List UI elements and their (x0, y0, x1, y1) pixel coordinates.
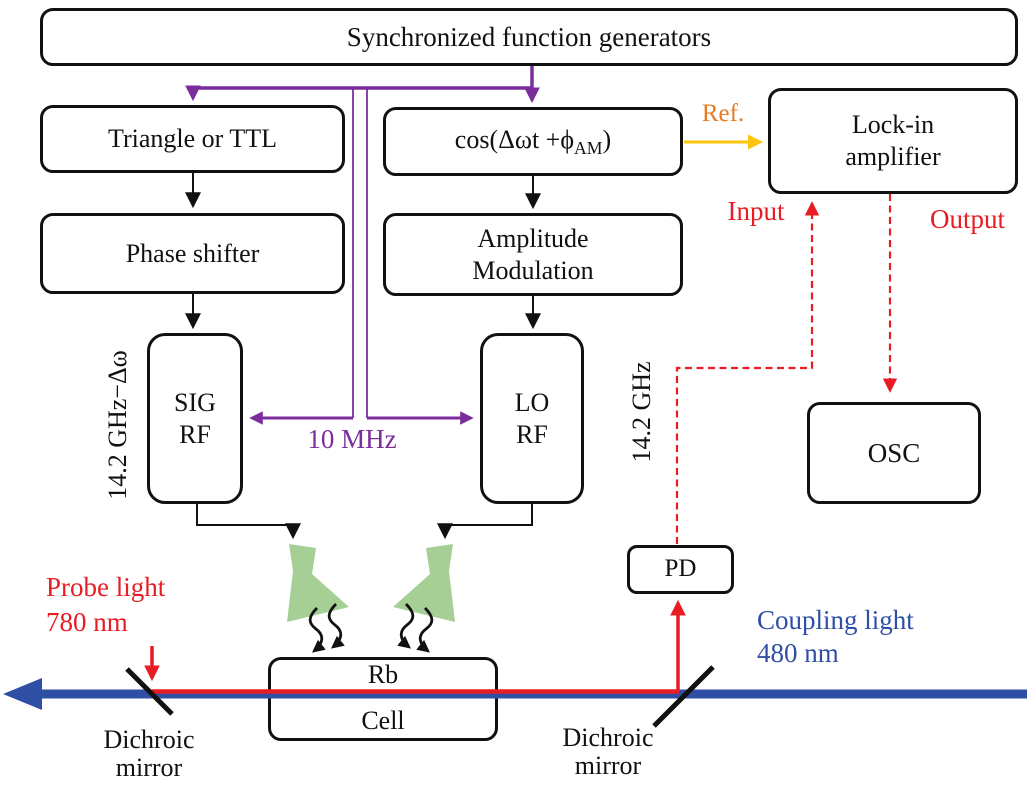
dichroic-left-line1: Dichroic (103, 725, 195, 754)
probe-wavelength-label: 780 nm (46, 607, 128, 637)
osc-label: OSC (867, 437, 921, 468)
box-amplitude-modulation: Amplitude Modulation (383, 213, 683, 296)
pd-frequency-label: 14.2 GHz (627, 361, 656, 463)
pd-label: PD (664, 555, 697, 583)
box-cos-modulation-formula: cos(Δωt +ϕAM) (383, 107, 683, 176)
horn-antenna-right (393, 544, 455, 622)
box-lo-rf-source: LO RF (480, 333, 584, 504)
coupling-wavelength-label: 480 nm (757, 638, 839, 668)
formula-text: cos(Δωt +ϕAM) (455, 124, 611, 160)
squiggle-arrow-right-2 (397, 603, 415, 649)
cell-label: Cell (361, 706, 405, 736)
sig-frequency-label: 14.2 GHz−Δω (103, 350, 132, 500)
horn-antenna-left (287, 544, 349, 622)
dichroic-mirror-label-left: Dichroic mirror (64, 726, 234, 782)
squiggle-arrow-right-1 (416, 607, 434, 653)
box-photodetector: PD (627, 545, 734, 594)
box-sig-rf-source: SIG RF (147, 333, 243, 504)
dichroic-left-line2: mirror (115, 753, 183, 782)
black-connectors (185, 173, 541, 540)
am-line1: Amplitude (477, 223, 589, 253)
box-phase-shifter: Phase shifter (40, 213, 345, 294)
ref-label: Ref. (701, 100, 745, 127)
dichroic-right-line2: mirror (574, 751, 642, 780)
squiggle-arrow-left-2 (327, 603, 345, 649)
sig-line1: SIG (174, 387, 216, 417)
box-rb-cell: Rb Cell (268, 657, 498, 741)
box-triangle-or-ttl: Triangle or TTL (40, 105, 345, 173)
output-label: Output (929, 204, 1005, 234)
box-lockin-amplifier: Lock-in amplifier (768, 88, 1018, 194)
formula-prefix: cos(Δωt +ϕ (454, 124, 575, 154)
box-sync-label: Synchronized function generators (346, 21, 712, 52)
dichroic-mirror-label-right: Dichroic mirror (523, 724, 693, 780)
arrow-sig-to-horn (196, 504, 301, 540)
lockin-line1: Lock-in (851, 110, 935, 140)
sig-line2: RF (179, 419, 211, 449)
pd-to-lockin-input-dashed (675, 201, 820, 544)
sync-bus-purple (185, 66, 540, 425)
dichroic-right-line1: Dichroic (562, 723, 654, 752)
input-label: Input (727, 196, 785, 226)
lo-line2: RF (516, 419, 548, 449)
formula-suffix: ) (602, 124, 612, 154)
formula-subscript: AM (574, 137, 603, 158)
box-synchronized-function-generators: Synchronized function generators (40, 8, 1018, 66)
probe-light-label: Probe light (46, 572, 166, 602)
lockin-line2: amplifier (845, 142, 941, 171)
squiggle-arrow-left-1 (308, 607, 326, 653)
mhz10-label: 10 MHz (307, 424, 397, 454)
coupling-light-label: Coupling light (757, 605, 914, 635)
box-triangle-label: Triangle or TTL (108, 124, 277, 154)
rb-label: Rb (367, 660, 399, 689)
microwave-radiation-arrows (308, 603, 434, 653)
am-line2: Modulation (472, 255, 594, 285)
red-dashed-paths (675, 194, 898, 544)
arrow-lo-to-horn (437, 504, 533, 540)
lo-line1: LO (514, 387, 550, 417)
phase-shifter-label: Phase shifter (125, 238, 260, 268)
box-oscilloscope: OSC (807, 402, 981, 504)
